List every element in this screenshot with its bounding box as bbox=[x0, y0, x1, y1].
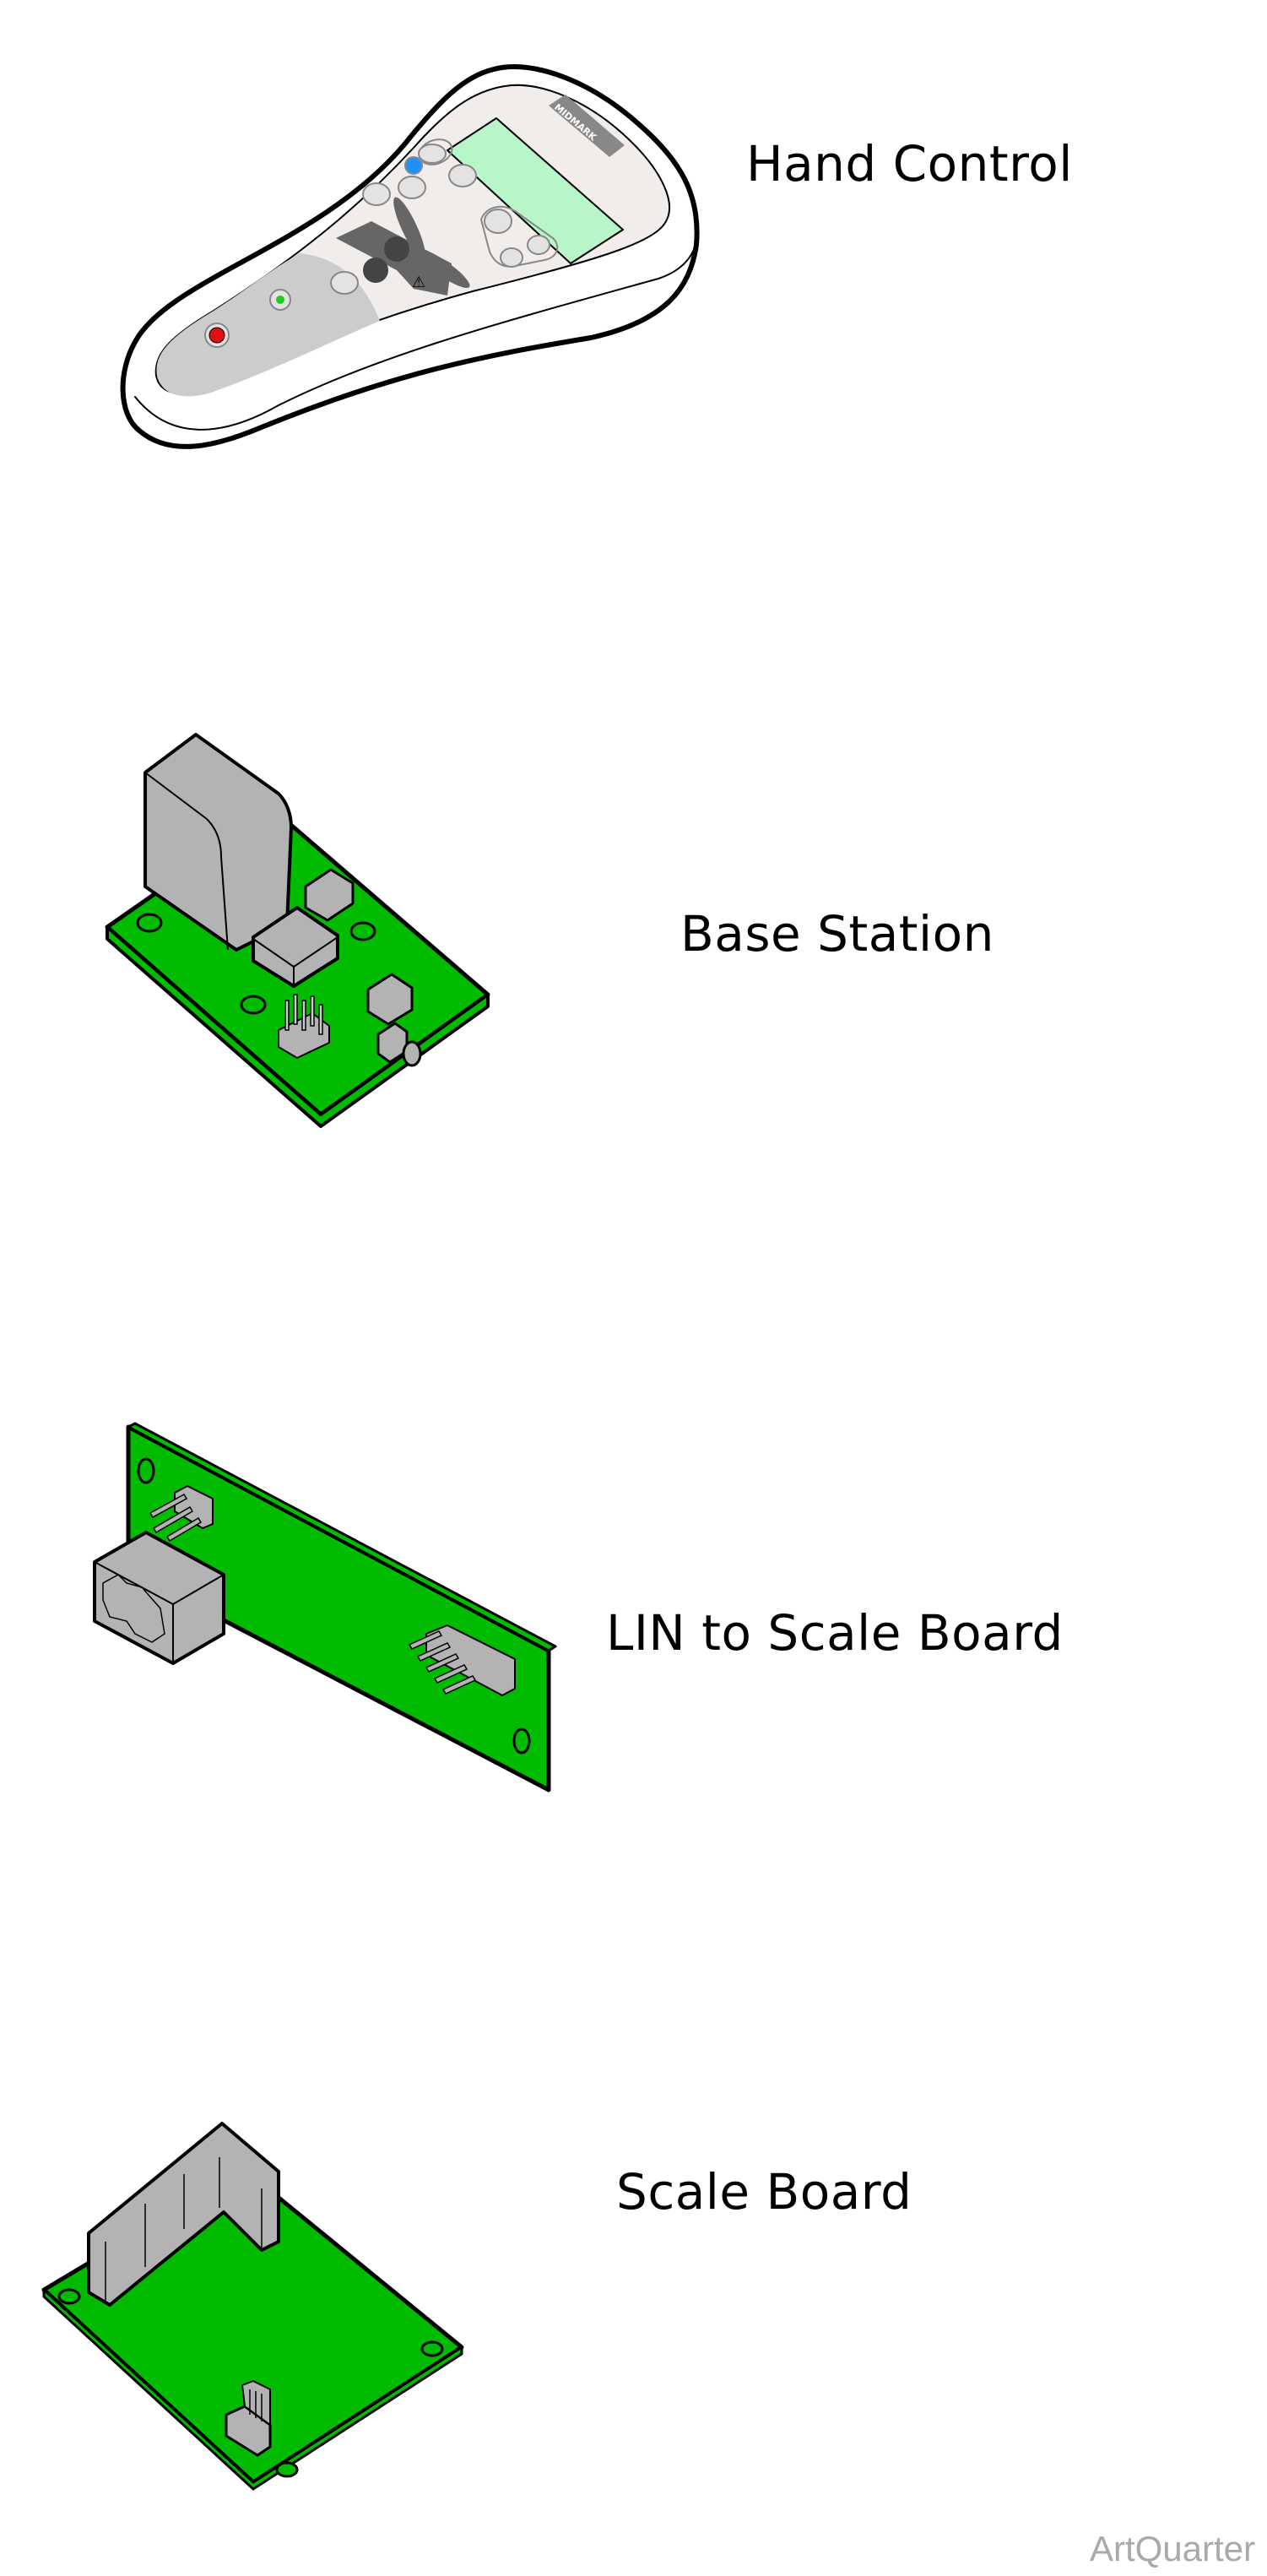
scale-board-section: Scale Board bbox=[0, 2094, 1267, 2516]
blue-led-indicator bbox=[404, 156, 423, 175]
base-station-illustration bbox=[105, 733, 490, 1128]
part-label: LIN to Scale Board bbox=[606, 1604, 1064, 1662]
hand-control-illustration: MIDMARK ⚠ bbox=[120, 64, 700, 449]
lin-to-scale-board-illustration bbox=[93, 1422, 557, 1792]
part-label: Scale Board bbox=[616, 2163, 912, 2221]
base-station-section: Base Station bbox=[0, 718, 1267, 1140]
watermark: ArtQuarter bbox=[1089, 2529, 1255, 2568]
lin-to-scale-board-section: LIN to Scale Board bbox=[0, 1410, 1267, 1832]
scale-board-illustration bbox=[41, 2122, 464, 2491]
part-label: Base Station bbox=[680, 905, 994, 963]
menu-button[interactable] bbox=[448, 164, 477, 187]
hand-control-section: MIDMARK ⚠ Hand Control bbox=[0, 0, 1267, 591]
part-label: Hand Control bbox=[746, 135, 1073, 193]
svg-text:⚠: ⚠ bbox=[412, 274, 425, 291]
